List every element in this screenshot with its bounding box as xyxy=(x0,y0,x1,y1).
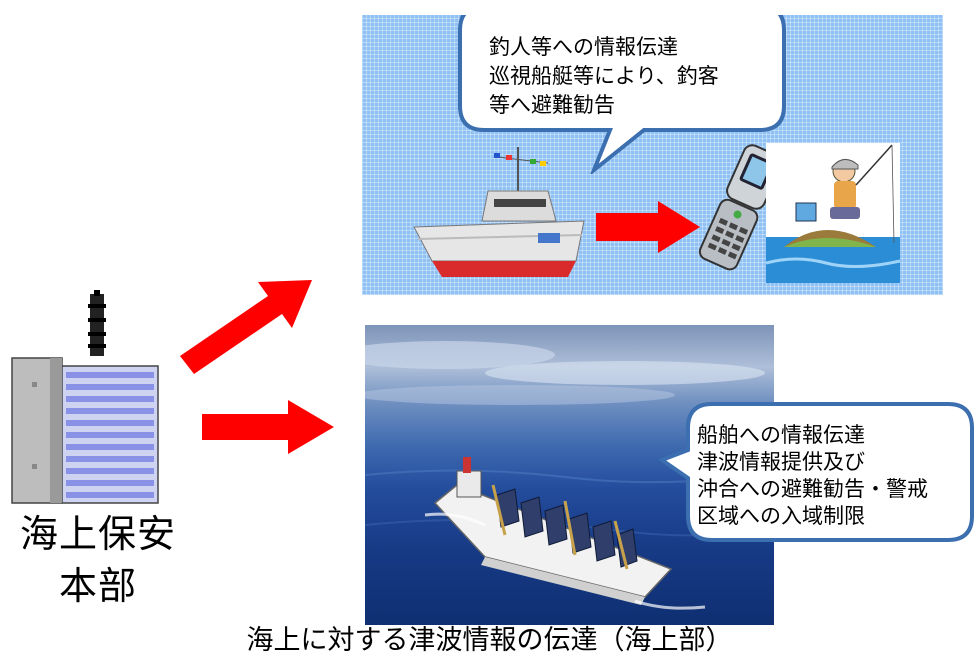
fishing-notification-panel: 釣人等への情報伝達 巡視船艇等により、釣客 等へ避難勧告 xyxy=(362,15,943,295)
headquarters-label: 海上保安本部 xyxy=(19,512,176,608)
diagram-caption: 海上に対する津波情報の伝達（海上部） xyxy=(246,625,733,656)
fishing-speech-bubble xyxy=(458,15,786,174)
arrow-to-top-panel xyxy=(180,280,312,374)
bubble-line: 釣人等への情報伝達 xyxy=(489,35,678,59)
ship-bubble-text: 船舶への情報伝達 津波情報提供及び 沖合への避難勧告・警戒 区域への入域制限 xyxy=(697,422,928,530)
bubble-line: 沖合への避難勧告・警戒 xyxy=(697,477,928,501)
bubble-line: 巡視船艇等により、釣客 xyxy=(489,64,719,88)
fisherman-icon xyxy=(766,143,900,283)
ocean-scene xyxy=(365,341,774,610)
bubble-line: 区域への入域制限 xyxy=(697,504,865,528)
bubble-line: 等へ避難勧告 xyxy=(489,93,615,117)
bubble-line: 船舶への情報伝達 xyxy=(697,423,865,447)
bubble-line: 津波情報提供及び xyxy=(697,450,865,474)
fishing-bubble-text: 釣人等への情報伝達 巡視船艇等により、釣客 等へ避難勧告 xyxy=(489,33,719,120)
headquarters-building xyxy=(10,290,160,505)
arrow-to-bottom-panel xyxy=(202,400,334,454)
arrow-to-phone xyxy=(596,201,700,253)
ship-speech-bubble xyxy=(658,402,974,542)
antenna-icon xyxy=(88,290,106,356)
patrol-boat-icon xyxy=(413,147,585,277)
container-ship-icon xyxy=(424,457,706,610)
